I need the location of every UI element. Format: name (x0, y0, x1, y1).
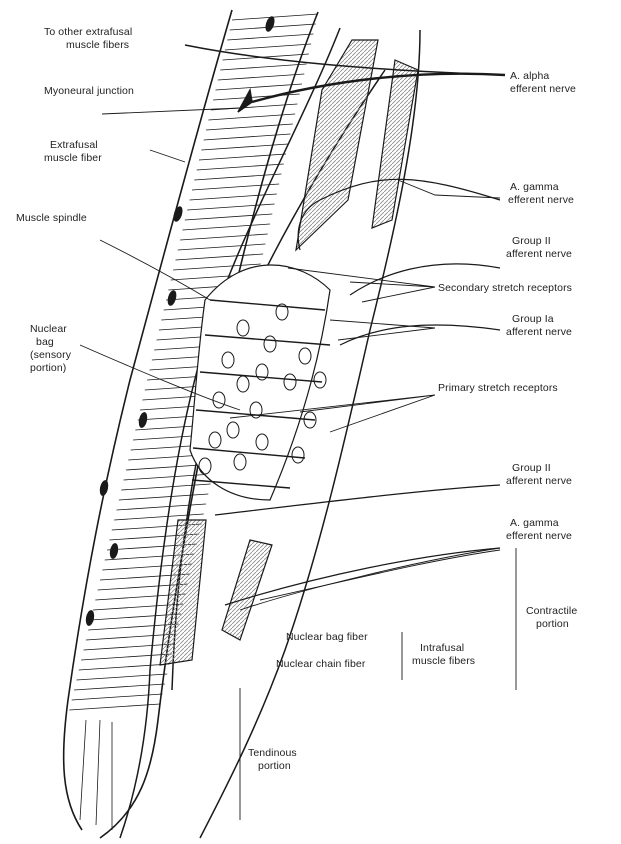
striation-line (84, 644, 175, 650)
label-intrafusal-l1: Intrafusal (420, 642, 464, 654)
label-intrafusal-l2: muscle fibers (412, 655, 475, 667)
label-nuclear-bag-l1: Nuclear (30, 323, 67, 335)
striation-line (178, 244, 266, 250)
label-alpha-l2: efferent nerve (510, 83, 576, 95)
label-secondary-receptors: Secondary stretch receptors (438, 282, 572, 294)
striation-line (232, 14, 318, 20)
striation-line (121, 484, 210, 490)
striation-line (199, 154, 286, 160)
striation-line (119, 494, 208, 500)
striation-line (74, 684, 165, 690)
label-muscle-spindle: Muscle spindle (16, 212, 87, 224)
striation-line (192, 184, 279, 190)
myoneural-junction-mark (238, 90, 252, 112)
striation-line (206, 124, 293, 130)
label-gamma-top-l2: efferent nerve (508, 194, 574, 206)
label-group2-top-l2: afferent nerve (506, 248, 572, 260)
striation-line (194, 174, 281, 180)
striation-line (175, 254, 263, 260)
label-group2-bot-l1: Group II (512, 462, 551, 474)
striation-line (220, 64, 306, 70)
label-myoneural-junction: Myoneural junction (44, 85, 134, 97)
striation-line (216, 84, 303, 90)
striation-line (185, 214, 272, 220)
label-gamma-bot-l1: A. gamma (510, 517, 559, 529)
striation-line (208, 114, 295, 120)
label-alpha-l1: A. alpha (510, 70, 549, 82)
striation-line (187, 204, 274, 210)
label-other-fibers-l1: To other extrafusal (44, 26, 132, 38)
label-nuclear-bag-fiber: Nuclear bag fiber (286, 631, 368, 643)
striation-line (225, 44, 311, 50)
label-gamma-bot-l2: efferent nerve (506, 530, 572, 542)
striation-line (183, 224, 271, 230)
label-gamma-top-l1: A. gamma (510, 181, 559, 193)
striation-line (227, 34, 313, 40)
striation-line (204, 134, 291, 140)
leader-lines (80, 108, 516, 820)
label-extrafusal-l1: Extrafusal (50, 139, 98, 151)
intrafusal-nucleus (292, 447, 304, 463)
label-nuclear-chain-fiber: Nuclear chain fiber (276, 658, 366, 670)
striation-line (223, 54, 309, 60)
label-other-fibers-l2: muscle fibers (66, 39, 129, 51)
striation-line (117, 504, 207, 510)
label-contractile-l1: Contractile (526, 605, 577, 617)
label-group1a-l1: Group Ia (512, 313, 554, 325)
striation-line (201, 144, 288, 150)
label-group2-bot-l2: afferent nerve (506, 475, 572, 487)
label-nuclear-bag-l4: portion) (30, 362, 66, 374)
striation-line (180, 234, 268, 240)
striation-line (81, 654, 172, 660)
label-tendinous-l1: Tendinous (248, 747, 297, 759)
intrafusal-nucleus (314, 372, 326, 388)
label-tendinous-l2: portion (258, 760, 291, 772)
striation-line (79, 664, 170, 670)
label-extrafusal-l2: muscle fiber (44, 152, 102, 164)
label-contractile-l2: portion (536, 618, 569, 630)
label-nuclear-bag-l2: bag (36, 336, 54, 348)
striation-line (114, 514, 204, 520)
striation-line (124, 474, 213, 480)
striation-line (197, 164, 284, 170)
striation-line (76, 674, 167, 680)
striation-line (218, 74, 304, 80)
label-primary-receptors: Primary stretch receptors (438, 382, 558, 394)
label-group2-top-l1: Group II (512, 235, 551, 247)
label-group1a-l2: afferent nerve (506, 326, 572, 338)
label-nuclear-bag-l3: (sensory (30, 349, 72, 361)
